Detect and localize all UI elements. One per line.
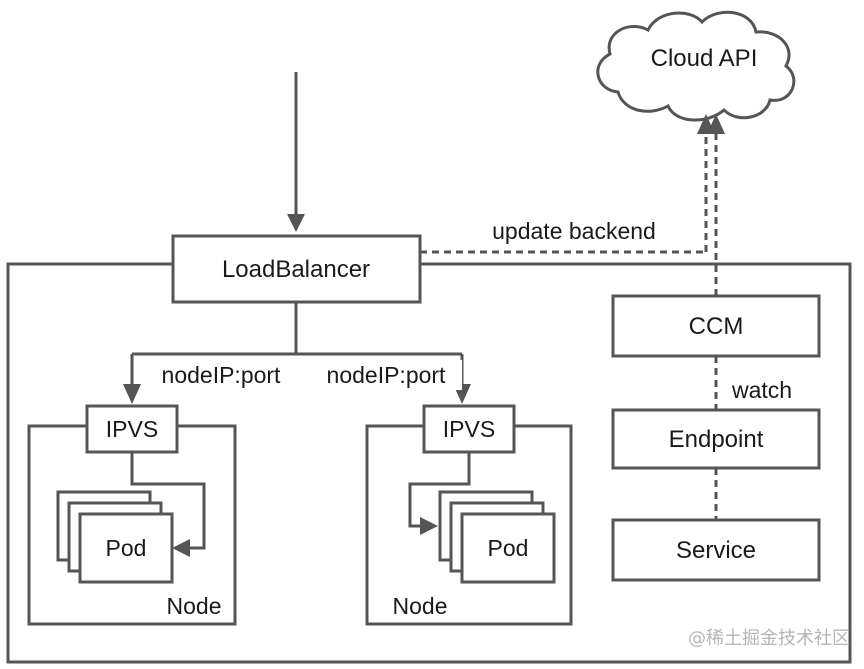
pod-right-label: Pod (488, 535, 529, 561)
ccm-to-cloud-edge (707, 114, 725, 296)
watermark-text: @稀土掘金技术社区 (688, 628, 850, 649)
node-right: IPVS Pod Node (365, 404, 573, 626)
pod-left-label: Pod (106, 535, 147, 561)
cluster-frame (6, 262, 852, 664)
loadbalancer-label: LoadBalancer (222, 256, 370, 283)
cloud-api-node: Cloud API (596, 10, 796, 122)
incoming-traffic-arrow (287, 72, 305, 232)
node-left-label: Node (167, 593, 222, 619)
ccm-box (611, 294, 821, 358)
cloud-api-label: Cloud API (651, 45, 758, 72)
pod-left-box (78, 512, 174, 584)
ipvs-right-label: IPVS (443, 416, 495, 442)
control-column: CCM watch Endpoint Service (611, 294, 821, 582)
node-left: IPVS Pod Node (27, 404, 237, 626)
ipvs-left-label: IPVS (106, 416, 158, 442)
endpoint-box (611, 408, 821, 470)
endpoint-label: Endpoint (669, 426, 764, 453)
service-box (611, 518, 821, 582)
ccm-label: CCM (689, 313, 744, 340)
nodeip-port-left-label: nodeIP:port (162, 362, 282, 388)
loadbalancer-node: LoadBalancer (171, 234, 422, 304)
node-right-label: Node (393, 593, 448, 619)
service-label: Service (676, 537, 756, 564)
update-backend-edge: update backend (420, 114, 715, 254)
nodeip-port-right-label: nodeIP:port (327, 362, 447, 388)
pod-right-box (460, 512, 556, 584)
update-backend-label: update backend (492, 218, 656, 244)
loadbalancer-box (171, 234, 422, 304)
cloud-shape (596, 10, 796, 122)
nodeip-edges: nodeIP:port nodeIP:port (123, 302, 471, 404)
watch-label: watch (731, 377, 792, 403)
